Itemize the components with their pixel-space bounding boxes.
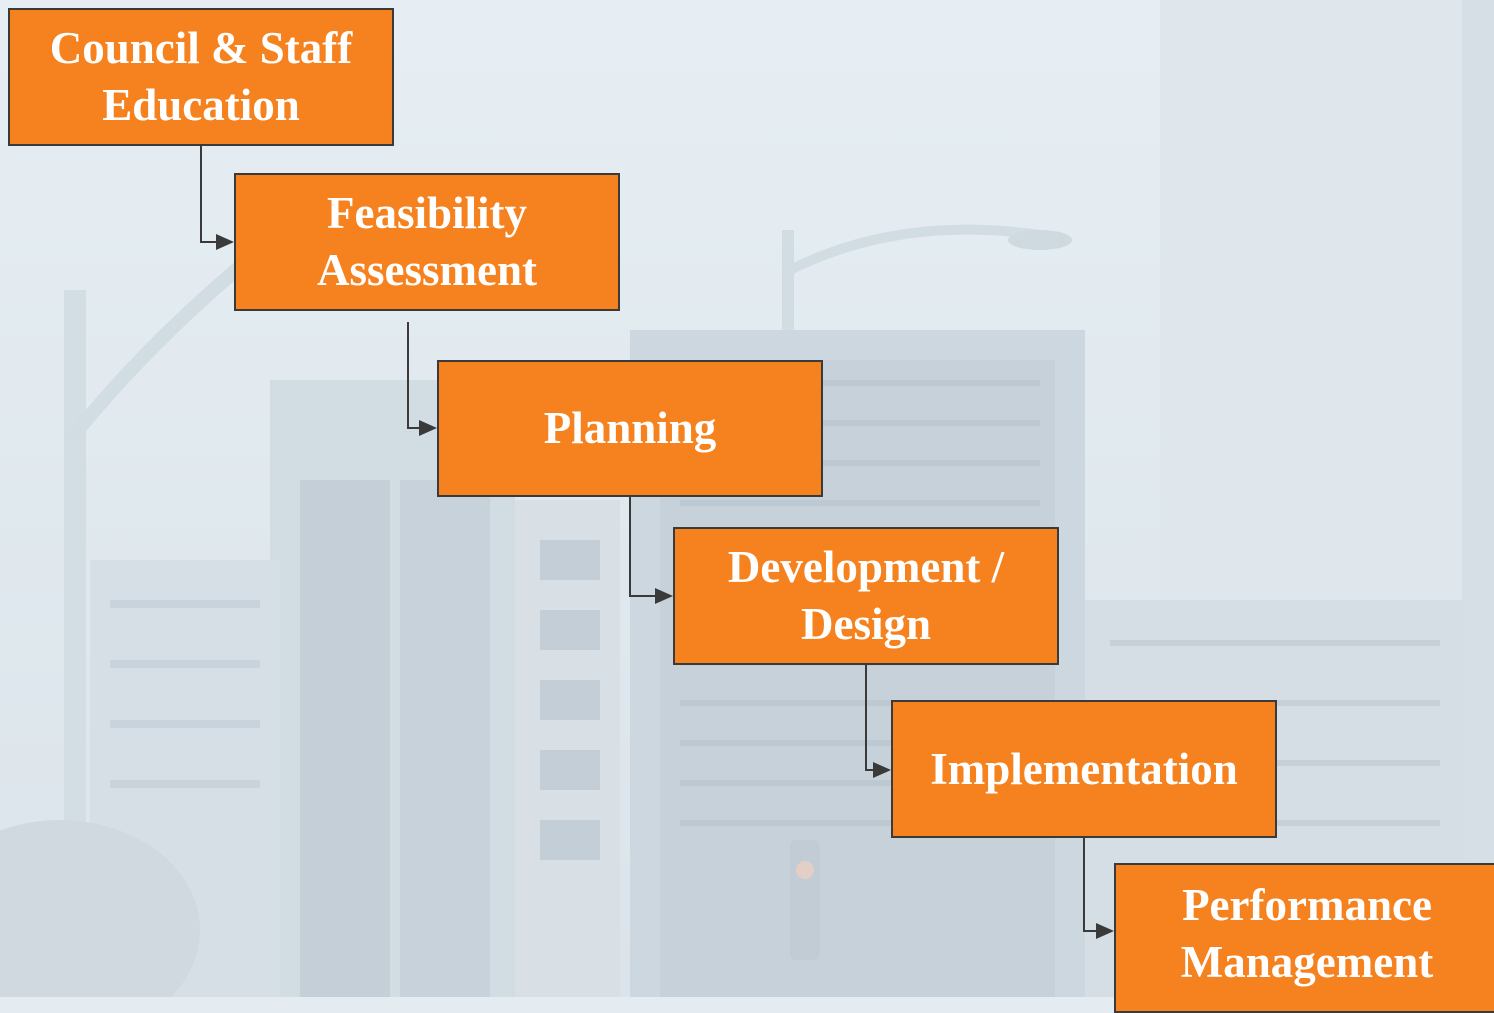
step-planning: Planning bbox=[437, 360, 823, 497]
arrowhead-1 bbox=[216, 234, 234, 250]
step-performance-management: Performance Management bbox=[1114, 863, 1494, 1013]
connector-1 bbox=[200, 146, 218, 243]
arrowhead-2 bbox=[419, 420, 437, 436]
step-council-staff-education: Council & Staff Education bbox=[8, 8, 394, 146]
connector-5 bbox=[1083, 838, 1098, 932]
connector-4 bbox=[865, 665, 875, 771]
step-implementation: Implementation bbox=[891, 700, 1277, 838]
step-feasibility-assessment: Feasibility Assessment bbox=[234, 173, 620, 311]
arrowhead-3 bbox=[655, 588, 673, 604]
arrowhead-4 bbox=[873, 762, 891, 778]
connector-2 bbox=[407, 322, 421, 429]
step-development-design: Development / Design bbox=[673, 527, 1059, 665]
connector-3 bbox=[629, 497, 657, 597]
arrowhead-5 bbox=[1096, 923, 1114, 939]
